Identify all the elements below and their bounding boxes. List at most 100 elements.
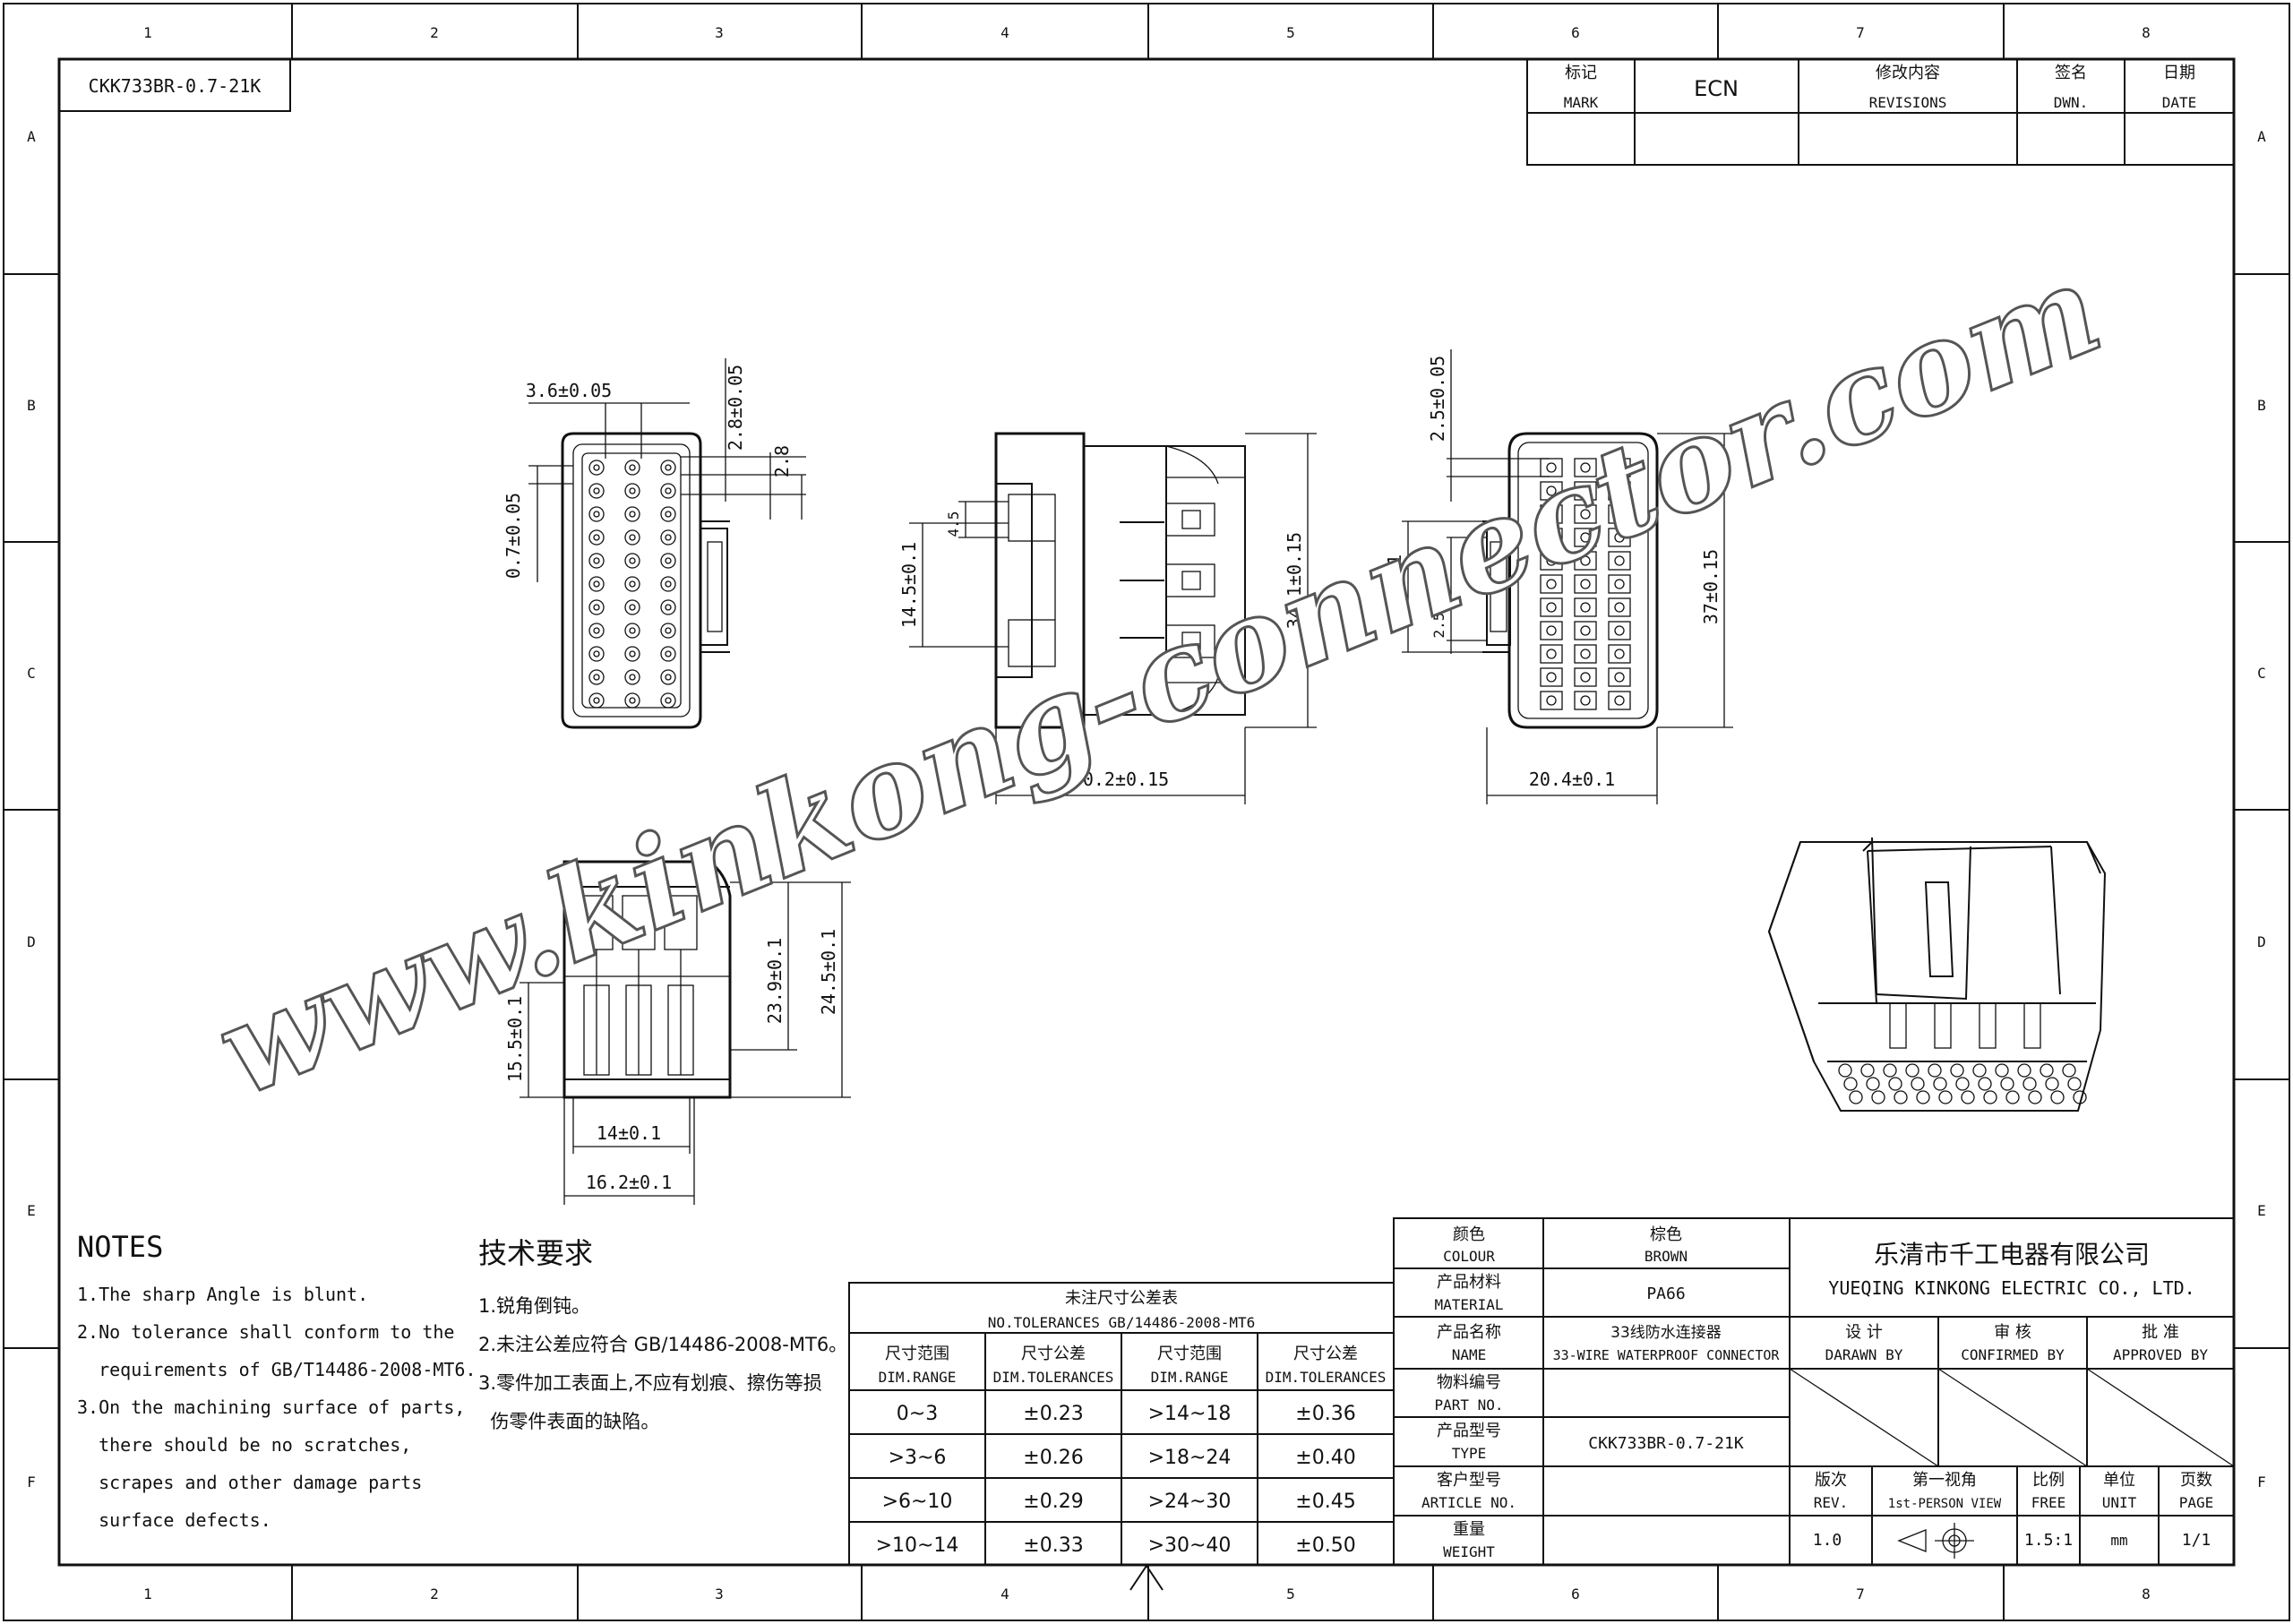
tb-name-val-en: 33-WIRE WATERPROOF CONNECTOR: [1553, 1347, 1781, 1363]
side-view: 14.5±0.1 4.5 34.1±0.15 30.2±0.15: [898, 432, 1317, 804]
seal-cavity: [1608, 551, 1631, 571]
part-number-box: [58, 58, 291, 112]
grid-column-label: 6: [1571, 24, 1580, 41]
pin-cavity-core: [665, 580, 672, 588]
tb-article-cn: 客户型号: [1437, 1471, 1501, 1490]
seal-cavity-core: [1614, 672, 1625, 683]
grid-column-label: 3: [715, 1585, 724, 1603]
tol-header-en: DIM.TOLERANCES: [1266, 1369, 1387, 1386]
grid-column-label: 2: [430, 24, 439, 41]
grid-row-label: B: [27, 397, 36, 414]
tb-company-cn: 乐清市千工电器有限公司: [1874, 1240, 2150, 1269]
dim-section-height-1: 23.9±0.1: [764, 938, 786, 1024]
grid-row-label: C: [27, 665, 36, 682]
tb-colour-val-cn: 棕色: [1650, 1225, 1682, 1244]
pin-cavity-core: [593, 511, 600, 518]
seal-cavity: [1540, 481, 1563, 501]
seal-cavity-core: [1546, 695, 1557, 706]
iso-pin-cavity: [1972, 1063, 1987, 1078]
tol-header-cn: 尺寸公差: [1293, 1345, 1358, 1363]
tol-cell: >30~40: [1148, 1534, 1232, 1557]
dim-side-lock: 4.5: [945, 511, 962, 537]
pin-cavity-core: [665, 487, 672, 494]
tb-confirmed-cn: 审 核: [1994, 1323, 2031, 1342]
seal-cavity-core: [1614, 695, 1625, 706]
seal-cavity: [1608, 528, 1631, 547]
seal-cavity: [1608, 691, 1631, 710]
grid-column-label: 4: [1001, 1585, 1009, 1603]
iso-pin-cavity: [2045, 1077, 2059, 1091]
pin-cavity: [624, 506, 640, 522]
pin-cavity: [588, 553, 605, 569]
grid-row-label: F: [27, 1474, 36, 1491]
seal-cavity: [1608, 574, 1631, 594]
rev-revisions-en: REVISIONS: [1869, 94, 1947, 111]
dim-rear-small: 2.5: [1430, 613, 1447, 639]
tol-title-en: NO.TOLERANCES GB/14486-2008-MT6: [988, 1314, 1256, 1331]
tb-material-en: MATERIAL: [1434, 1296, 1503, 1313]
tol-cell: >24~30: [1148, 1491, 1232, 1513]
grid-row-label: C: [2257, 665, 2266, 682]
section-view: 23.9±0.1 24.5±0.1 15.5±0.1 14±0.1 16.2±0…: [504, 860, 851, 1205]
seal-cavity: [1540, 528, 1563, 547]
pin-cavity: [588, 646, 605, 662]
tb-material-val: PA66: [1646, 1285, 1685, 1303]
iso-pin-cavity: [1905, 1063, 1919, 1078]
tb-type-cn: 产品型号: [1437, 1422, 1501, 1440]
iso-pin-cavity: [1871, 1090, 1885, 1104]
iso-pin-cavity: [1938, 1090, 1953, 1104]
seal-cavity-core: [1580, 509, 1591, 520]
seal-cavity-core: [1546, 602, 1557, 613]
pin-cavity-core: [629, 534, 636, 541]
rev-dwn-en: DWN.: [2054, 94, 2089, 111]
pin-cavity: [660, 553, 676, 569]
dim-side-height: 14.5±0.1: [898, 542, 920, 628]
dim-front-pin-width: 2.8±0.05: [725, 365, 746, 451]
iso-pin-cavity: [1843, 1077, 1858, 1091]
tb-rev-en: REV.: [1814, 1494, 1849, 1511]
pin-cavity-core: [593, 674, 600, 681]
iso-pin-cavity: [1860, 1063, 1875, 1078]
dim-rear-top: 2.5±0.05: [1427, 356, 1448, 442]
pin-cavity-core: [629, 650, 636, 657]
pin-cavity: [660, 483, 676, 499]
column-dividers: [291, 4, 2005, 1620]
pin-cavity-core: [629, 511, 636, 518]
iso-pin-cavity: [2017, 1063, 2031, 1078]
seal-cavity-core: [1580, 625, 1591, 636]
pin-cavity: [624, 576, 640, 592]
dim-front-row: 2.8: [771, 445, 793, 477]
grid-row-label: A: [2257, 128, 2266, 145]
tb-rev-val: 1.0: [1813, 1531, 1842, 1550]
seal-cavity: [1540, 644, 1563, 664]
seal-cavity-core: [1580, 532, 1591, 543]
grid-column-label: 2: [430, 1585, 439, 1603]
iso-pin-cavity: [1928, 1063, 1942, 1078]
dim-side-length: 30.2±0.15: [1072, 769, 1169, 790]
grid-row-label: A: [27, 128, 36, 145]
seal-cavity-core: [1614, 509, 1625, 520]
iso-pin-cavity: [1911, 1077, 1925, 1091]
tol-cell: 0~3: [897, 1403, 938, 1425]
dim-rear-width: 20.4±0.1: [1529, 769, 1615, 790]
pin-cavity: [660, 599, 676, 615]
rev-mark-cn: 标记: [1565, 64, 1597, 82]
pin-cavity-core: [665, 674, 672, 681]
iso-pin-cavity: [1933, 1077, 1947, 1091]
tb-unit-en: UNIT: [2102, 1494, 2137, 1511]
tb-page-cn: 页数: [2180, 1471, 2212, 1490]
iso-pin-cavity: [1866, 1077, 1880, 1091]
grid-column-label: 7: [1856, 1585, 1865, 1603]
pin-cavity-core: [629, 697, 636, 704]
isometric-view: [1767, 837, 2107, 1112]
iso-pin-cavity: [1838, 1063, 1852, 1078]
seal-cavity: [1608, 504, 1631, 524]
seal-cavity: [1574, 504, 1597, 524]
seal-cavity-core: [1580, 695, 1591, 706]
pin-cavity-core: [593, 604, 600, 611]
pin-cavity-core: [593, 580, 600, 588]
iso-pin-cavity: [2022, 1077, 2037, 1091]
